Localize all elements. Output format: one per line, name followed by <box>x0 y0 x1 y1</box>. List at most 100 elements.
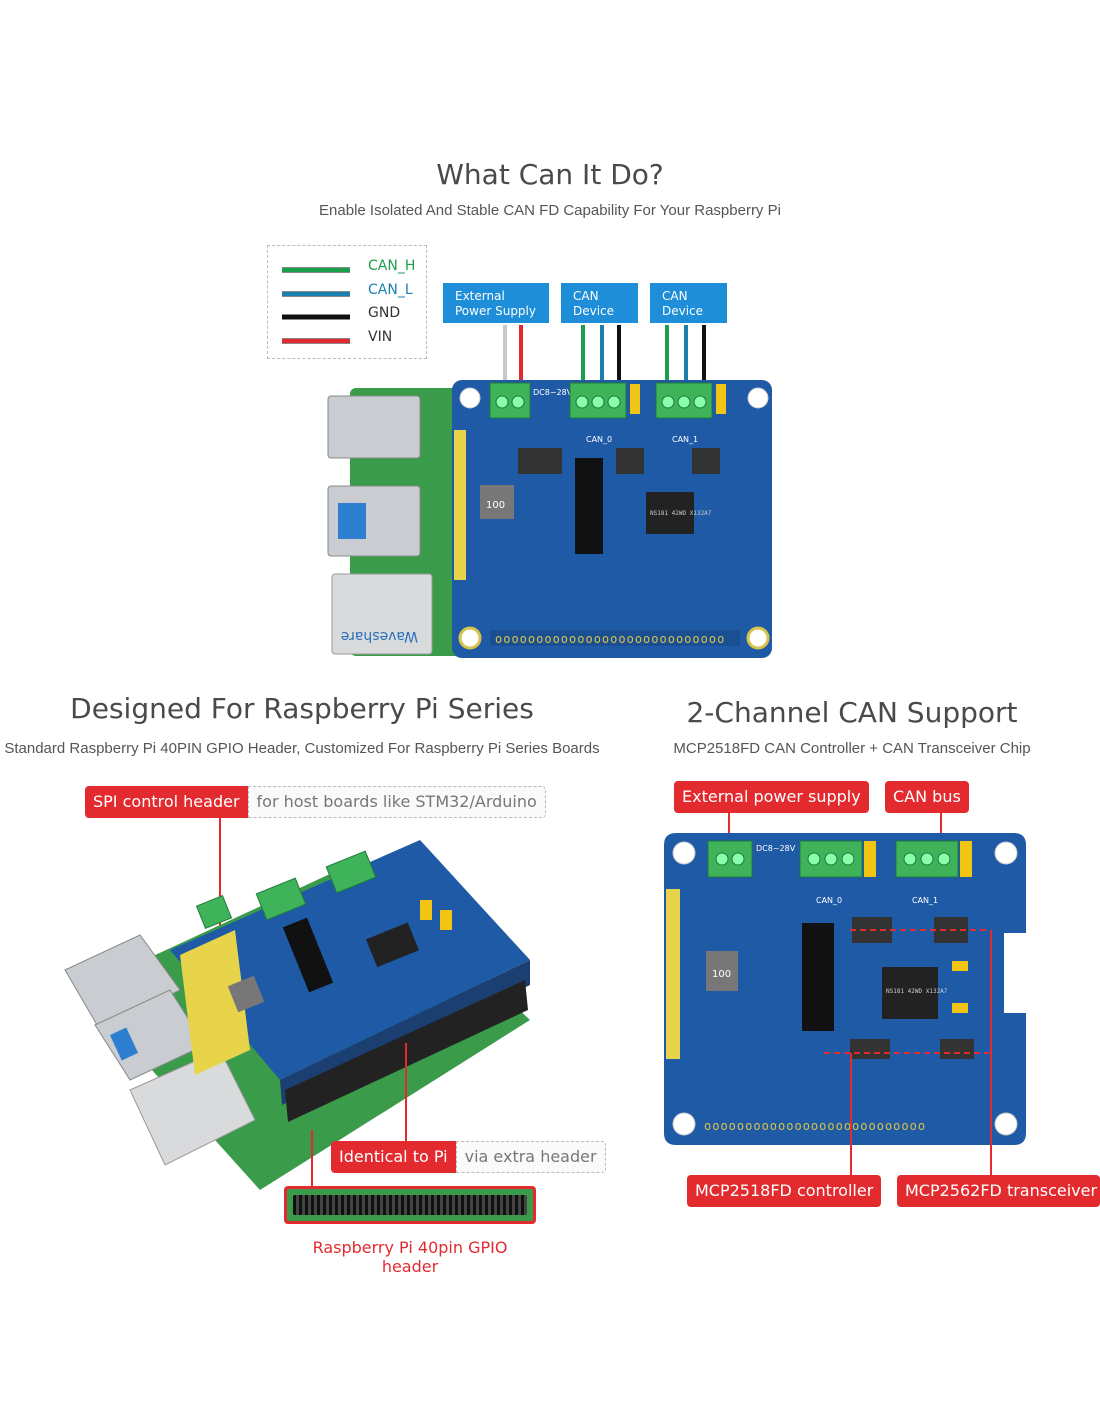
terminal-screw-icon <box>575 395 589 409</box>
page-title: What Can It Do? <box>436 158 664 191</box>
transceiver-callout-line <box>990 930 992 1177</box>
brand-label: Waveshare <box>341 628 418 644</box>
wire-green <box>665 325 669 383</box>
terminal-screw-icon <box>715 852 729 866</box>
left-section-subtitle: Standard Raspberry Pi 40PIN GPIO Header,… <box>4 740 600 757</box>
terminal-screw-icon <box>495 395 509 409</box>
can-hat-board <box>170 840 530 1080</box>
wire-blue <box>684 325 688 383</box>
gpio-callout-line <box>311 1130 313 1188</box>
can-bus-callout-line <box>940 813 942 851</box>
terminal-screw-icon <box>841 852 855 866</box>
isolator-chip <box>646 492 694 534</box>
wire-red <box>519 325 523 383</box>
controller-tag: MCP2518FD controller <box>687 1175 882 1207</box>
tag-line: External <box>455 289 505 303</box>
identical-callout-line <box>405 1043 407 1143</box>
gpio-header-highlight <box>284 1186 536 1224</box>
jumper-icon <box>440 910 452 930</box>
wires <box>503 325 706 383</box>
wire-blue-icon <box>282 291 350 297</box>
jumper-icon <box>716 384 726 414</box>
terminal-screw-icon <box>920 852 934 866</box>
spi-header <box>454 430 466 580</box>
can0-label: CAN_0 <box>816 896 842 905</box>
usb3-insert-icon <box>109 1027 139 1061</box>
isolated-power-module <box>282 917 334 993</box>
terminal-screw-icon <box>511 395 525 409</box>
right-board-illustration: DC8~28V CAN_0 CAN_1 NS181 42WD X132A7 10… <box>664 833 1026 1145</box>
gpio-pins: oooooooooooooooooooooooooooo <box>495 632 725 646</box>
controller-callout-line <box>850 1053 852 1177</box>
mount-hole-icon <box>672 1112 696 1136</box>
power-terminal <box>195 894 233 930</box>
inductor-icon <box>480 485 514 519</box>
inductor-label: 100 <box>486 500 505 511</box>
can1-label: CAN_1 <box>672 435 698 444</box>
spi-control-header-tag: SPI control header <box>85 786 248 818</box>
terminal-screw-icon <box>661 395 675 409</box>
isolated-power-module <box>802 923 834 1031</box>
gpio-header <box>490 630 740 646</box>
isolator-chip <box>365 922 419 968</box>
right-section-title: 2-Channel CAN Support <box>686 696 1018 729</box>
isolator-chip <box>882 967 938 1019</box>
identical-callout: Identical to Pi via extra header <box>331 1141 606 1173</box>
mount-hole-icon <box>672 841 696 865</box>
transceiver-chip <box>692 448 720 474</box>
gpio-pins-icon <box>293 1195 527 1215</box>
can1-terminal <box>325 850 377 894</box>
wire-black <box>617 325 621 383</box>
usb3-insert-icon <box>338 503 366 539</box>
wire-black <box>702 325 706 383</box>
terminal-screw-icon <box>607 395 621 409</box>
terminal-screw-icon <box>591 395 605 409</box>
transceiver-chip <box>616 448 644 474</box>
left-board-illustration <box>64 840 530 1190</box>
can1-label: CAN_1 <box>912 896 938 905</box>
legend-label: VIN <box>368 329 393 345</box>
legend-label: GND <box>368 305 401 321</box>
controller-chip <box>518 448 562 474</box>
tag-line: Device <box>573 304 615 318</box>
mount-hole-icon <box>747 387 769 409</box>
chip-label: NS181 42WD X132A7 <box>650 510 712 517</box>
tag-line: CAN <box>573 289 599 303</box>
jumper-icon <box>952 961 968 971</box>
jumper-icon <box>630 384 640 414</box>
spi-note: for host boards like STM32/Arduino <box>247 786 546 818</box>
transceiver-chip <box>940 1039 974 1059</box>
inductor-icon <box>227 975 265 1013</box>
terminal-label: DC8~28V <box>533 388 573 397</box>
gpio-caption: Raspberry Pi 40pin GPIO header <box>312 1238 508 1276</box>
can-hat-board <box>664 833 1026 1145</box>
terminal-screw-icon <box>693 395 707 409</box>
wire-grey <box>503 325 507 383</box>
chip-label: NS181 42WD X132A7 <box>886 988 948 995</box>
terminal-screw-icon <box>903 852 917 866</box>
terminal-screw-icon <box>677 395 691 409</box>
wire-blue <box>600 325 604 383</box>
can0-label: CAN_0 <box>586 435 612 444</box>
ethernet-port-icon <box>129 1049 256 1166</box>
mount-hole-icon <box>994 1112 1018 1136</box>
jumper-icon <box>864 841 876 877</box>
spi-callout: SPI control header for host boards like … <box>85 786 546 818</box>
can0-terminal <box>255 877 307 921</box>
left-section-title: Designed For Raspberry Pi Series <box>70 692 534 725</box>
transceiver-tag: MCP2562FD transceiver <box>897 1175 1100 1207</box>
right-section-subtitle: MCP2518FD CAN Controller + CAN Transceiv… <box>673 740 1031 757</box>
spi-header <box>180 930 250 1075</box>
ethernet-port-icon <box>331 573 433 655</box>
wire-green-icon <box>282 267 350 273</box>
terminal-screw-icon <box>824 852 838 866</box>
wire-green <box>581 325 585 383</box>
top-board-illustration: Waveshare DC8~28V CAN_0 CAN_1 NS181 42WD… <box>327 325 772 658</box>
tag-line: Power Supply <box>455 304 536 318</box>
legend-label: CAN_H <box>368 258 416 274</box>
mount-hole-icon <box>746 626 770 650</box>
spi-header <box>666 889 680 1059</box>
can-device-tag-2: CAN Device <box>650 283 727 323</box>
mount-hole-icon <box>994 841 1018 865</box>
inductor-icon <box>706 951 738 991</box>
